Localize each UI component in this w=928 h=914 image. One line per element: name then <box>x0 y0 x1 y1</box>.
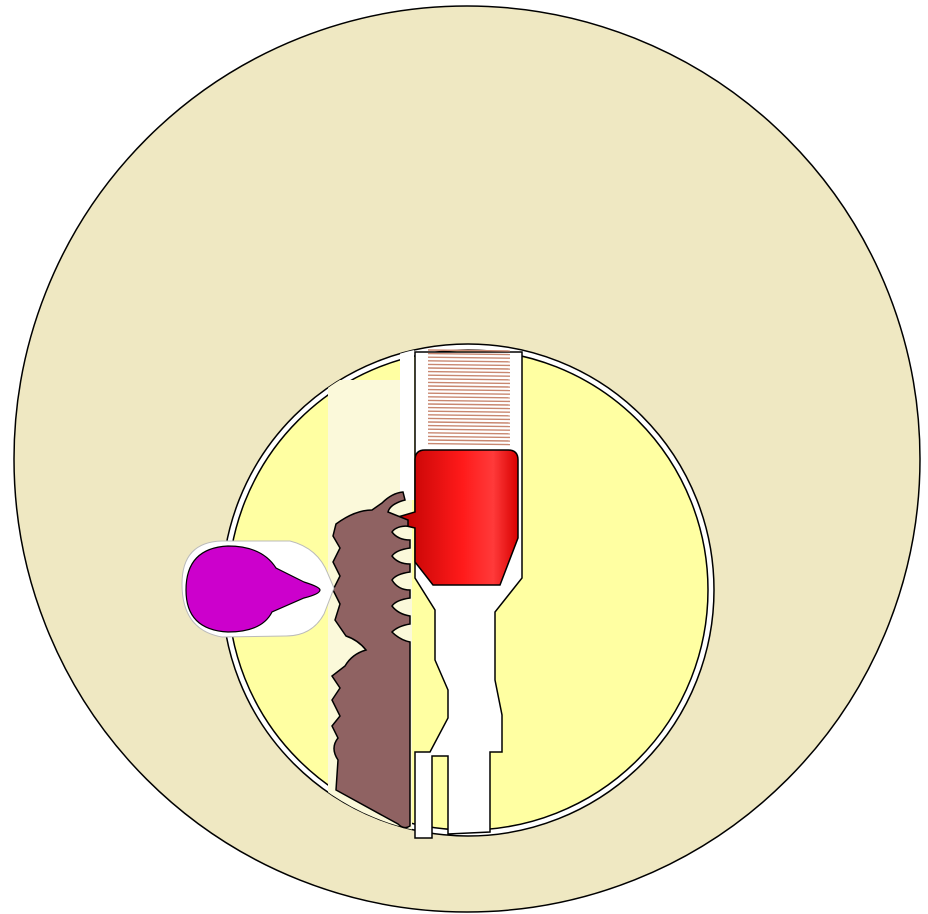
spring-coil <box>428 368 510 369</box>
spring-coil <box>428 393 510 394</box>
spring-coil <box>428 357 510 358</box>
spring-coil <box>428 444 510 445</box>
spring-coil <box>428 361 510 362</box>
spring-coil <box>428 379 510 380</box>
spring-coil <box>428 386 510 387</box>
spring-coil <box>428 415 510 416</box>
spring-coil <box>428 436 510 437</box>
spring-coil <box>428 429 510 430</box>
spring-coil <box>428 350 510 351</box>
spring-coil <box>428 411 510 412</box>
spring-coil <box>428 354 510 355</box>
spring-coil <box>428 375 510 376</box>
spring-coil <box>428 433 510 434</box>
spring-coil <box>428 440 510 441</box>
spring-coil <box>428 422 510 423</box>
spring-coil <box>428 426 510 427</box>
spring-coil <box>428 408 510 409</box>
upper-gap <box>400 340 414 500</box>
spring-coil <box>428 397 510 398</box>
spring-coil <box>428 382 510 383</box>
spring-coil <box>428 400 510 401</box>
spring-coil <box>428 372 510 373</box>
spring-coil <box>428 418 510 419</box>
spring-coil <box>428 404 510 405</box>
spring-coil <box>428 364 510 365</box>
spring-coil <box>428 390 510 391</box>
